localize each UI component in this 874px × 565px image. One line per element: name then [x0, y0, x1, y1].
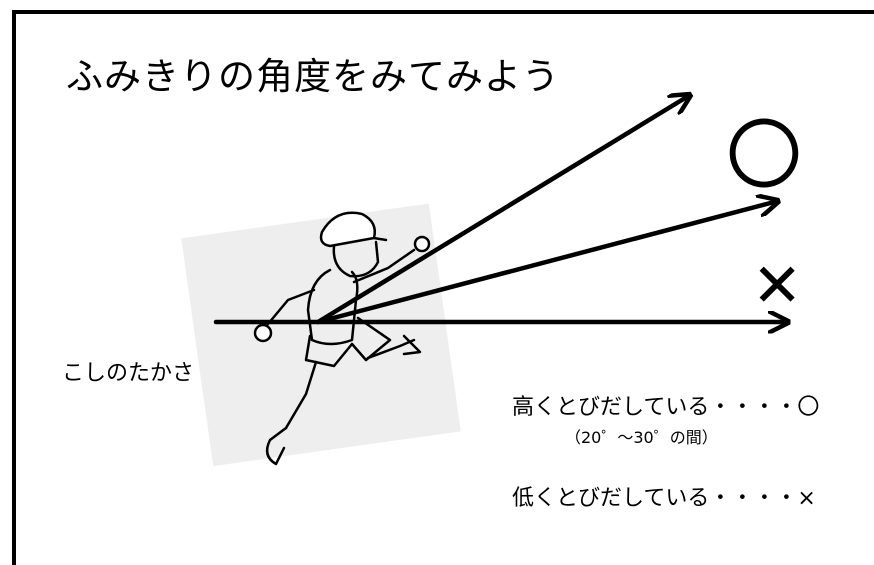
page-title: ふみきりの角度をみてみよう	[66, 55, 560, 98]
hip-height-label: こしのたかさ	[62, 361, 195, 386]
frame-border	[12, 10, 874, 565]
runner-illustration	[181, 203, 461, 467]
arrow-steep-angle	[315, 95, 690, 325]
angle-arrows	[213, 95, 791, 325]
legend-low-jump: 低くとびだしている・・・・×	[512, 486, 816, 511]
bad-mark-cross: ✕	[752, 251, 803, 321]
legend-high-jump: 高くとびだしている・・・・〇	[512, 395, 820, 420]
arrow-good-angle	[315, 201, 778, 325]
legend-angle-range: （20゜～30゜の間）	[565, 428, 718, 447]
good-mark-circle: 〇	[726, 111, 802, 200]
